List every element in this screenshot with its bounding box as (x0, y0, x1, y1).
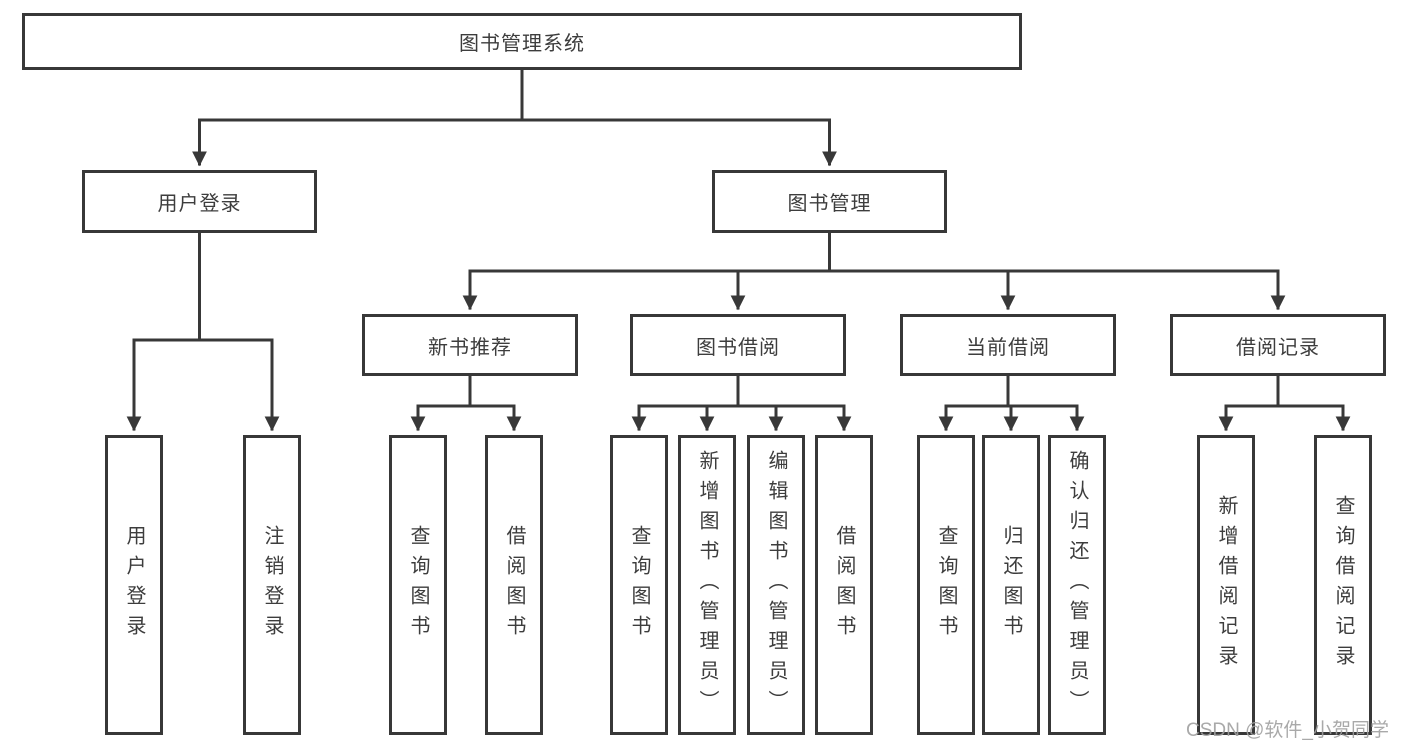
leaf-query-book-recommend: 查询图书 (389, 435, 447, 735)
leaf-user-login: 用户登录 (105, 435, 163, 735)
node-label: 图书管理系统 (459, 33, 585, 55)
node-label: 新增借阅记录 (1215, 495, 1237, 675)
node-borrow-record: 借阅记录 (1170, 314, 1386, 376)
node-book-management-group: 图书管理 (712, 170, 947, 233)
node-label: 查询图书 (407, 525, 429, 645)
node-label: 确认归还（管理员） (1066, 450, 1088, 720)
node-label: 用户登录 (123, 525, 145, 645)
leaf-query-book-borrow: 查询图书 (610, 435, 668, 735)
node-label: 新增图书（管理员） (696, 450, 718, 720)
leaf-confirm-return-admin: 确认归还（管理员） (1048, 435, 1106, 735)
node-label: 图书借阅 (696, 336, 780, 359)
csdn-watermark: CSDN @软件_小贺同学 (1186, 720, 1389, 741)
node-label: 新书推荐 (428, 336, 512, 359)
node-current-borrow: 当前借阅 (900, 314, 1116, 376)
node-label: 归还图书 (1000, 525, 1022, 645)
leaf-query-book-current: 查询图书 (917, 435, 975, 735)
leaf-borrow-book: 借阅图书 (815, 435, 873, 735)
node-label: 当前借阅 (966, 336, 1050, 359)
node-label: 编辑图书（管理员） (765, 450, 787, 720)
node-book-borrow: 图书借阅 (630, 314, 846, 376)
leaf-return-book: 归还图书 (982, 435, 1040, 735)
node-label: 查询图书 (935, 525, 957, 645)
node-new-book-recommend: 新书推荐 (362, 314, 578, 376)
node-label: 借阅图书 (833, 525, 855, 645)
node-label: 查询借阅记录 (1332, 495, 1354, 675)
node-library-management-system: 图书管理系统 (22, 13, 1022, 70)
node-label: 借阅记录 (1236, 336, 1320, 359)
node-label: 注销登录 (261, 525, 283, 645)
node-label: 查询图书 (628, 525, 650, 645)
leaf-add-book-admin: 新增图书（管理员） (678, 435, 736, 735)
node-user-login-group: 用户登录 (82, 170, 317, 233)
leaf-logout: 注销登录 (243, 435, 301, 735)
node-label: 图书管理 (787, 193, 872, 215)
leaf-edit-book-admin: 编辑图书（管理员） (747, 435, 805, 735)
leaf-query-borrow-record: 查询借阅记录 (1314, 435, 1372, 735)
leaf-add-borrow-record: 新增借阅记录 (1197, 435, 1255, 735)
node-label: 用户登录 (157, 193, 242, 215)
node-label: 借阅图书 (503, 525, 525, 645)
leaf-borrow-book-recommend: 借阅图书 (485, 435, 543, 735)
